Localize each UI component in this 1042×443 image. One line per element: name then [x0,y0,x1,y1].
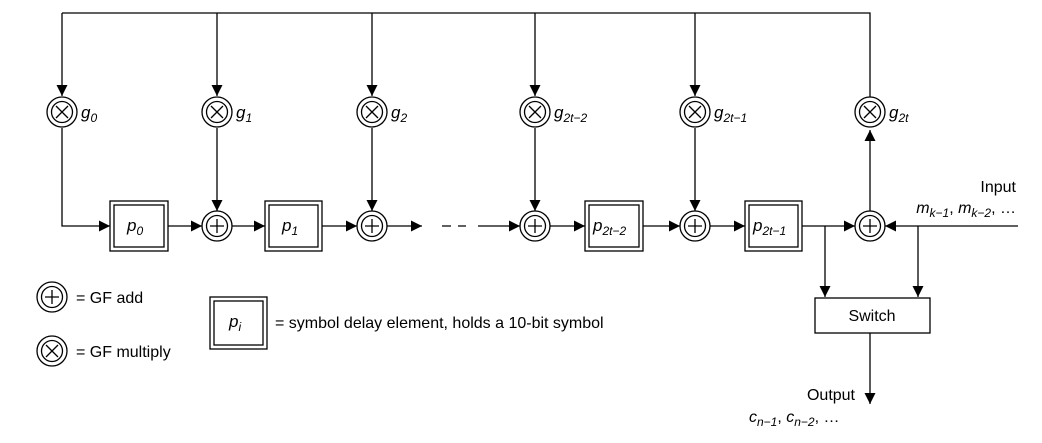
svg-text:pi: pi [228,312,241,334]
delay-register-0: p0 [109,200,169,252]
input-label: Input mk−1, mk−2, … [916,179,1016,220]
coefficient-label-0: g0 [81,103,97,125]
coefficient-label-3: g2t−2 [554,103,587,125]
switch-block: Switch [814,297,931,334]
svg-text:p1: p1 [281,216,298,238]
output-label: Output cn−1, cn−2, … [749,387,856,429]
svg-text:p0: p0 [126,216,143,238]
legend: = GF add = GF multiply pi = symbol delay… [36,281,604,367]
coefficient-label-2: g2 [391,103,407,125]
coefficient-label-5: g2t [889,103,909,125]
gf-multiplier-3 [519,96,551,128]
gf-adder-1 [201,210,233,242]
svg-text:Switch: Switch [848,308,895,325]
svg-text:p2t−1: p2t−1 [752,216,786,238]
gf-multiplier-5 [854,96,886,128]
svg-text:cn−1, cn−2, …: cn−1, cn−2, … [749,409,840,429]
gf-multiply-legend-label: = GF multiply [76,344,171,361]
gf-multiply-legend-icon [36,335,68,367]
coefficient-label-1: g1 [236,103,252,125]
delay-element-legend-icon: pi [209,296,268,350]
svg-text:p2t−2: p2t−2 [592,216,626,238]
svg-text:mk−1, mk−2, …: mk−1, mk−2, … [916,200,1016,220]
gf-multiplier-4 [679,96,711,128]
delay-register-2t-2: p2t−2 [584,200,644,252]
gf-multiplier-2 [356,96,388,128]
coefficient-label-4: g2t−1 [714,103,747,125]
feedback-bus [56,12,871,103]
svg-text:Output: Output [807,387,856,404]
gf-add-legend-label: = GF add [76,290,143,307]
signal-wires [61,128,1018,404]
gf-adder-4 [679,210,711,242]
delay-register-1: p1 [264,200,323,252]
gf-multiplier-1 [201,96,233,128]
delay-register-2t-1: p2t−1 [744,200,803,252]
gf-adder-5 [854,210,886,242]
gf-multiplier-0 [46,96,78,128]
gf-adder-3 [519,210,551,242]
gf-adder-2 [356,210,388,242]
delay-element-legend-label: = symbol delay element, holds a 10-bit s… [275,315,604,332]
gf-add-legend-icon [36,281,68,313]
svg-text:Input: Input [980,179,1016,196]
